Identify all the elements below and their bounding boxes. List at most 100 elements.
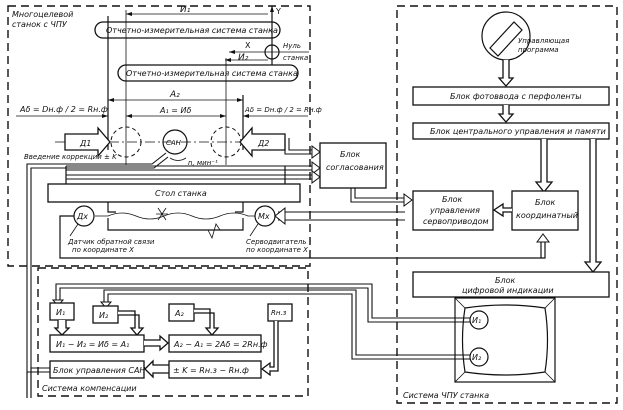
x-axis-arrow — [229, 50, 235, 54]
san-control-label: Блок управления САН — [53, 366, 145, 375]
arrow-formula3-to-san — [144, 359, 169, 379]
feedback-sensor-label: Дх — [76, 212, 88, 221]
measuring-system-2 — [117, 64, 299, 82]
label-A2: A₂ — [169, 90, 180, 100]
arrowhead — [311, 170, 321, 184]
central-control-label: Блок центрального управления и памяти — [430, 127, 606, 136]
d2-output-line-b — [288, 138, 312, 151]
I1-signal-line-a — [55, 283, 470, 319]
machine-title-line1: Многоцелевой — [12, 10, 73, 19]
indication-label-2: цифровой индикации — [462, 286, 554, 295]
indication-block — [412, 271, 610, 298]
matching-block — [319, 142, 387, 189]
san-spindle-icon — [162, 129, 188, 155]
y-axis-arrow — [270, 6, 274, 12]
cnc-system-title: Система ЧПУ станка — [403, 391, 489, 400]
arrowhead — [126, 12, 132, 16]
arrowhead — [99, 301, 113, 309]
display-monitor — [454, 297, 556, 383]
compensation-I1-label: И₁ — [56, 308, 65, 317]
servo-control-label-2: управления — [429, 206, 480, 215]
I2-signal-line-b — [107, 293, 470, 360]
arrowhead — [274, 206, 286, 226]
san-control-output-a — [26, 371, 50, 398]
matching-output-b — [354, 188, 404, 199]
speed-label: n, мин⁻¹ — [188, 159, 218, 167]
machine-title-line2: станок с ЧПУ — [12, 20, 68, 29]
servo-caption-1: Серводвигатель — [246, 238, 307, 246]
arrow-central-to-coord — [534, 139, 554, 194]
formula-2-box — [168, 334, 262, 353]
photo-input-label: Блок фотоввода с перфоленты — [450, 92, 582, 101]
sensor-d2-label: Д2 — [257, 139, 269, 148]
compensation-frame — [37, 267, 309, 397]
arrowhead — [311, 161, 321, 175]
formula-3-box — [168, 360, 262, 379]
photo-input-block — [412, 86, 610, 106]
sensor-d1-label: Д1 — [79, 139, 91, 148]
arrow-I1-to-formula1 — [53, 320, 71, 336]
indication-label-1: Блок — [495, 276, 515, 285]
measuring-system-2-label: Отчетно-измерительная система станка — [126, 69, 298, 78]
correction-label: Введение коррекции ± K — [24, 153, 118, 161]
matching-block-label-1: Блок — [340, 150, 360, 159]
table-label: Стол станка — [155, 189, 207, 198]
matching-output-a — [350, 188, 404, 203]
machine-table — [47, 183, 301, 203]
I1-signal-line-b — [59, 287, 470, 323]
coordinate-label-1: Блок — [535, 198, 555, 207]
arrow-I2-to-formula1 — [118, 310, 145, 336]
formula-2: A₂ − A₁ = 2Aδ = 2Rн.ф — [173, 340, 268, 349]
central-control-block — [412, 122, 610, 140]
leader-line — [249, 223, 259, 237]
leader-line — [69, 223, 79, 237]
machine-frame — [7, 5, 311, 267]
arrowhead — [311, 145, 321, 159]
servo-caption-2: по координате X — [246, 246, 308, 254]
display-I1-label: И₁ — [472, 316, 481, 325]
arrowhead — [225, 58, 231, 62]
cnc-system-frame — [396, 5, 618, 404]
display-I2-indicator — [469, 347, 489, 367]
coordinate-label-2: координатный — [516, 211, 578, 220]
arrowhead — [403, 193, 413, 207]
sensor-d2-icon — [239, 126, 286, 158]
screw-housing — [107, 202, 244, 231]
display-I1-indicator — [469, 310, 489, 330]
coordinate-block — [511, 190, 579, 231]
measuring-system-1-label: Отчетно-измерительная система станка — [106, 26, 278, 35]
tape-icon — [489, 21, 523, 57]
zero-label-2: станка — [283, 54, 308, 62]
compensation-R-label: Rн.з — [271, 309, 287, 317]
arrowhead — [102, 114, 108, 118]
san-control-box — [49, 360, 145, 379]
correction-line-outer — [26, 152, 167, 398]
label-y: Y — [275, 7, 281, 16]
arrow-formula1-to-formula2 — [144, 334, 169, 352]
label-A1: A₁ = Иδ — [159, 106, 191, 115]
servo-motor-label: Мх — [258, 212, 270, 221]
compensation-title: Система компенсации — [42, 384, 137, 393]
arrow-A2-to-formula2 — [194, 308, 220, 336]
nut-icon — [156, 207, 168, 221]
screw-break-mark — [207, 223, 221, 240]
feedback-line — [59, 215, 310, 259]
display-I2-label: И₂ — [472, 353, 482, 362]
label-x: X — [245, 41, 251, 50]
compensation-I2-label: И₂ — [99, 311, 109, 320]
matching-block-label-2: согласования — [326, 163, 384, 172]
arrowhead — [243, 114, 249, 118]
display-bevel — [454, 297, 556, 383]
program-label-1: Управляющая — [518, 37, 569, 45]
arrow-R-to-formula3 — [260, 321, 279, 377]
lead-screw — [95, 212, 255, 220]
program-label-2: программа — [518, 46, 559, 54]
label-I1: И₁ — [180, 5, 191, 15]
I2-signal-line-a — [103, 289, 470, 356]
servo-control-label-3: сервоприводом — [423, 217, 489, 226]
label-Ad-right: Aδ = Dн.ф / 2 = Rн.ф — [244, 106, 322, 114]
arrow-central-to-indication — [583, 139, 603, 274]
feedback-caption-2: по координате X — [72, 246, 134, 254]
compensation-R-box — [267, 303, 293, 322]
